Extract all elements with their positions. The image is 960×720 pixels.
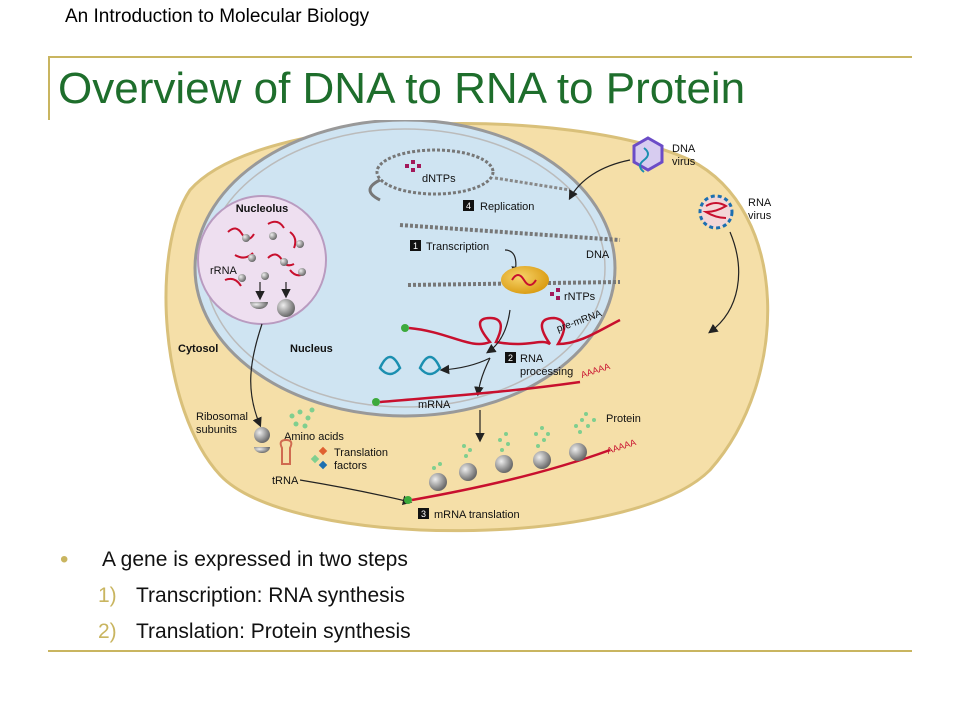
dna-virus-label-1: DNA xyxy=(672,143,696,155)
title-frame xyxy=(48,56,912,120)
rntps-icon xyxy=(550,288,560,300)
rna-processing-label-2: processing xyxy=(520,366,573,378)
amino-acid-cluster xyxy=(289,407,315,429)
nascent-protein-chains xyxy=(432,412,596,470)
dna-label: DNA xyxy=(586,249,610,261)
step-2-number: 2 xyxy=(508,353,513,363)
bullet-main-text: A gene is expressed in two steps xyxy=(102,548,408,571)
translating-mrna xyxy=(411,448,611,502)
replication-bubble xyxy=(375,148,495,196)
nucleus-outer-membrane xyxy=(193,120,617,418)
title-left-rule xyxy=(48,56,50,120)
dntps-icon xyxy=(405,160,421,172)
nucleus-label: Nucleus xyxy=(290,343,333,355)
bottom-rule xyxy=(48,650,912,652)
dna-strand-1 xyxy=(399,223,621,242)
cytosol-label: Cytosol xyxy=(178,343,218,355)
bullet-dot: • xyxy=(60,546,69,573)
course-header: An Introduction to Molecular Biology xyxy=(65,6,370,27)
small-subunit-cytosol xyxy=(254,447,270,453)
step-3-number: 3 xyxy=(421,509,426,519)
dna-virus-label-2: virus xyxy=(672,156,696,168)
replication-label: Replication xyxy=(480,201,534,213)
step-4-badge xyxy=(463,200,474,211)
step-1-number: 1 xyxy=(413,241,418,251)
step-text: Translation: Protein synthesis xyxy=(136,620,411,643)
trna-icon xyxy=(279,438,293,465)
translation-factors-label-1: Translation xyxy=(334,447,388,459)
step-number: 1) xyxy=(98,584,117,607)
rntps-label: rNTPs xyxy=(564,291,596,303)
ribosomal-label-1: Ribosomal xyxy=(196,411,248,423)
nucleolus-ribosome-beads xyxy=(238,232,306,282)
amino-acids-label: Amino acids xyxy=(284,431,344,443)
mrna-translation-label: mRNA translation xyxy=(434,509,520,521)
step-2-badge xyxy=(505,352,516,363)
trna-label: tRNA xyxy=(272,475,299,487)
rna-virus-label-1: RNA xyxy=(748,197,772,209)
step-4-number: 4 xyxy=(466,201,471,211)
ribosomal-label-2: subunits xyxy=(196,424,237,436)
step-3-badge xyxy=(418,508,429,519)
step-number: 2) xyxy=(98,620,117,643)
slide-title: Overview of DNA to RNA to Protein xyxy=(58,64,746,113)
dntps-label: dNTPs xyxy=(422,173,456,185)
translation-factors-label-2: factors xyxy=(334,460,368,472)
rna-virus-label-2: virus xyxy=(748,210,772,222)
small-subunit-nucleolus xyxy=(250,302,268,309)
large-subunit-cytosol xyxy=(254,427,270,443)
step-text: Transcription: RNA synthesis xyxy=(136,584,405,607)
mrna-strand xyxy=(379,380,581,404)
step-1-badge xyxy=(410,240,421,251)
translation-factors-icon xyxy=(310,446,328,470)
pre-mrna-strand xyxy=(408,316,621,346)
dna-rna-protein-diagram: Nucleolus rRNA Cytosol Nucleus dNTPs 4 R… xyxy=(164,120,772,533)
large-subunit-nucleolus xyxy=(277,299,295,317)
protein-label: Protein xyxy=(606,413,641,425)
title-top-rule xyxy=(48,56,912,58)
rna-processing-label-1: RNA xyxy=(520,353,544,365)
rrna-label: rRNA xyxy=(210,265,238,277)
transcription-label: Transcription xyxy=(426,241,489,253)
polysome-ribosomes xyxy=(429,443,587,491)
nucleolus-label: Nucleolus xyxy=(236,203,289,215)
mrna-label: mRNA xyxy=(418,399,451,411)
